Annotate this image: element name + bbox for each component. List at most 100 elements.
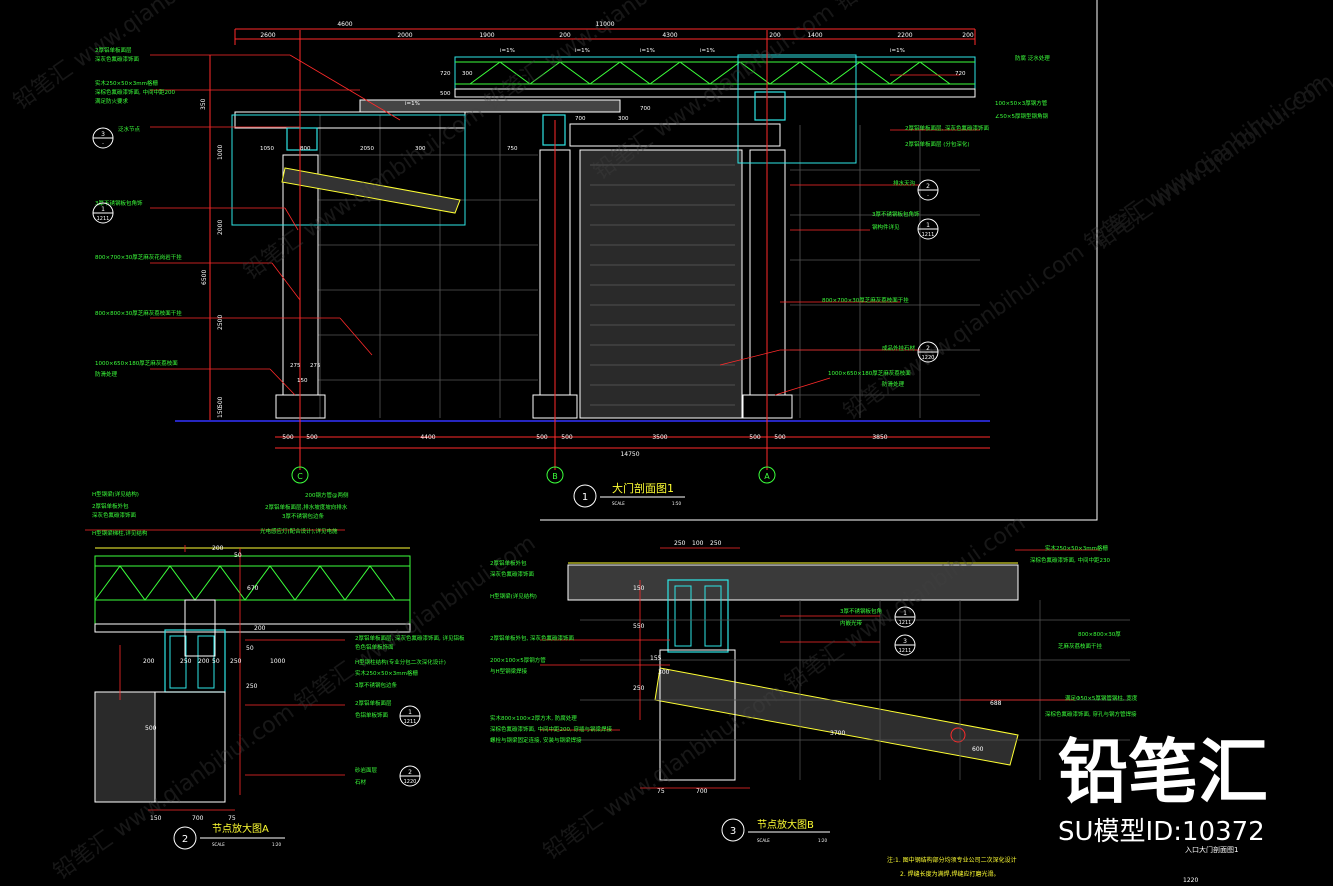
note-left: 3厚不锈钢板包角饰: [95, 199, 143, 207]
detail-a-note: 2厚铝单板面层,排水坡度坡向排水: [265, 503, 348, 511]
dim-inline: 500: [440, 91, 451, 97]
dim-overall-bottom: 14750: [620, 451, 639, 458]
dim-bottom-segment: 500: [282, 434, 294, 441]
detail-a-note: 石材: [355, 778, 367, 786]
dim-bottom-segment: 500: [749, 434, 761, 441]
scale-value: 1:20: [272, 842, 281, 847]
sheet-frame: [540, 0, 1098, 521]
detail-b-note: 满足Φ50×5厚钢管钢柱, 宽度: [1065, 694, 1138, 702]
dim-inline: 750: [507, 146, 518, 152]
tag-caption: 泛水节点: [118, 125, 141, 133]
detail-b-dim: 700: [696, 788, 708, 795]
dim-bottom-segment: 3850: [872, 434, 887, 441]
detail-b-note: 深棕色氟碳漆饰面, 中间中距230: [1030, 556, 1110, 564]
detail-b-note: 2厚铝单板外包: [490, 559, 527, 567]
dim-inline: 275: [310, 363, 321, 369]
detail-b-note: 3厚不锈钢板包角: [840, 607, 882, 615]
slope-label: i=1%: [575, 48, 590, 54]
scale-label: SCALE: [757, 838, 770, 843]
detail-b-number: 3: [730, 826, 736, 837]
dim-inline: 800: [300, 146, 311, 152]
axis-label: B: [552, 472, 558, 481]
svg-text:铅笔汇 www.qianbihui.com 铅笔汇 ww: 铅笔汇 www.qianbihui.com 铅笔汇 www.qianbihui.…: [9, 0, 500, 115]
axis-label: C: [297, 472, 303, 481]
detail-a-dim: 200: [198, 658, 210, 665]
detail-tag-sheet: 1211: [922, 232, 935, 238]
note-right: ∠50×5厚钢型钢角钢: [995, 112, 1049, 120]
detail-a-dim: 200: [254, 625, 266, 632]
detail-b-note: 深棕色氟碳漆饰面, 中间中距200, 穿插与钢梁焊接: [490, 725, 612, 733]
note-right: 3厚不锈钢板包角饰: [872, 210, 920, 218]
note-left: 实木250×50×3mm格栅: [95, 79, 158, 87]
slope-label: i=1%: [890, 48, 905, 54]
note-right: 钢构件详见: [872, 223, 900, 231]
detail-b-note: H型钢梁(详见结构): [490, 592, 537, 600]
detail-a-dim: 250: [246, 683, 258, 690]
note-right: 2厚铝单板面层 (分包深化): [905, 140, 970, 148]
detail-b-note: 与H型钢梁焊接: [490, 667, 528, 675]
dim-height: 6500: [201, 270, 208, 285]
note-right: 100×50×3厚钢方管: [995, 99, 1048, 107]
canopy-truss: [454, 56, 976, 98]
dim-bottom-segment: 500: [561, 434, 573, 441]
dim-bottom-segment: 3500: [652, 434, 667, 441]
note-left: 防滑处理: [95, 370, 118, 378]
detail-tag-number: 1: [101, 206, 105, 213]
detail-tag-number: 3: [903, 638, 907, 645]
dim-top-segment: 200: [769, 32, 781, 39]
main-section-drawing: [150, 28, 990, 470]
detail-b-note: 实木250×50×3mm格栅: [1045, 544, 1108, 552]
slope-label: i=1%: [640, 48, 655, 54]
detail-a-note: 色铝单板饰面: [355, 711, 389, 719]
note-right: 防腐 泛水处理: [1015, 54, 1050, 62]
detail-b-dim: 250: [633, 685, 645, 692]
note-left: 满足防火要求: [95, 97, 129, 105]
detail-a-dim: 50: [212, 658, 220, 665]
detail-a-note: 2厚铝单板外包: [92, 502, 129, 510]
dim-top-segment: 1900: [479, 32, 494, 39]
slope-label: i=1%: [700, 48, 715, 54]
title-bubbles: [173, 484, 830, 850]
scale-value: 1:50: [672, 501, 681, 506]
detail-tag-sheet: 1211: [899, 620, 912, 626]
stone-panel: [579, 149, 743, 419]
detail-b-note: 200×100×5厚钢方管: [490, 656, 546, 664]
dim-inline: 300: [415, 146, 426, 152]
detail-a-note: 光电感应灯(配合设计),详见电施: [260, 527, 338, 535]
detail-b-dim: 100: [692, 540, 704, 547]
detail-b-dim: 75: [657, 788, 665, 795]
note-left: 1000×650×180厚芝麻灰荔枝面: [95, 359, 178, 367]
note-left: 深棕色氟碳漆饰面, 中间中距200: [95, 88, 175, 96]
note-right: 800×700×30厚芝麻灰荔枝面干挂: [822, 296, 909, 304]
detail-a-note: 2厚铝单板面层, 深灰色氟碳漆饰面, 详见铝板: [355, 634, 465, 642]
dim-inline: 150: [297, 378, 308, 384]
detail-a-dim: 150: [150, 815, 162, 822]
note-right: 2厚铝单板面层, 深灰色氟碳漆饰面: [905, 124, 989, 132]
dimension-lines: [209, 28, 990, 470]
detail-a-note: H型钢梁梯柱,详见结构: [92, 529, 148, 537]
dim-height: 500: [217, 396, 224, 408]
dim-top-segment: 2600: [260, 32, 275, 39]
detail-a-dim: 1000: [270, 658, 285, 665]
dim-height: 2000: [217, 220, 224, 235]
note-left: 深灰色氟碳漆饰面: [95, 55, 140, 63]
detail-a-note: 200钢方管@两侧: [305, 491, 349, 499]
footnote-line: 注:1. 图中钢结构部分均须专业公司二次深化设计: [887, 856, 1017, 864]
detail-b-dim: 250: [674, 540, 686, 547]
detail-a-note: H型钢梁(详见结构): [92, 490, 139, 498]
detail-b-note: 内嵌光带: [840, 619, 863, 627]
detail-tag-sheet: 1220: [404, 779, 417, 785]
dim-height: 150: [217, 406, 224, 418]
detail-tag-sheet: -: [102, 141, 104, 147]
dim-inline: 720: [955, 71, 966, 77]
detail-b-dim: 600: [972, 746, 984, 753]
detail-a-note: H型钢柱结构(专业分包二次深化设计): [355, 658, 446, 666]
left-canopy: [231, 99, 621, 226]
detail-a-dim: 250: [230, 658, 242, 665]
detail-b-dim: 155: [650, 655, 662, 662]
dim-top-segment: 1400: [807, 32, 822, 39]
detail-a-dim: 500: [145, 725, 157, 732]
dim-inline: 720: [440, 71, 451, 77]
